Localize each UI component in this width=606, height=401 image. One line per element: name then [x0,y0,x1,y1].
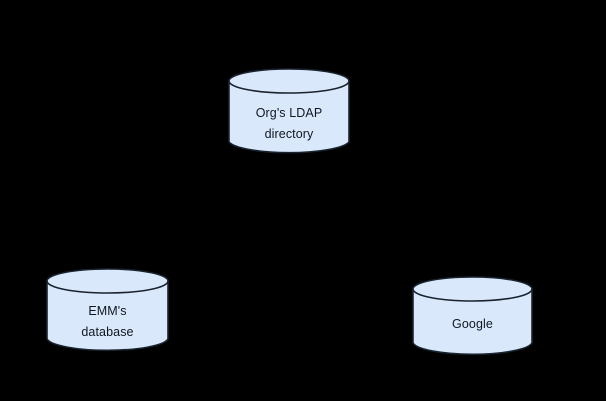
database-cylinder-icon [412,276,533,356]
database-cylinder-icon [46,268,169,352]
node-emm-database[interactable]: EMM's database [46,268,169,352]
node-google[interactable]: Google [412,276,533,356]
database-cylinder-icon [228,68,350,154]
node-org-ldap-directory[interactable]: Org's LDAP directory [228,68,350,155]
